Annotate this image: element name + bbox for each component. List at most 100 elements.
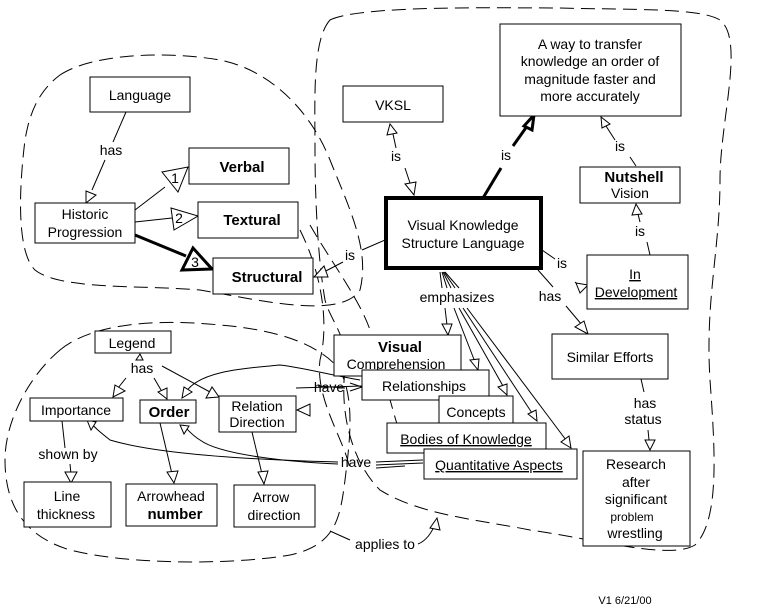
edge-have-upper-caret [349, 382, 364, 392]
edge-emph-stub-5 [444, 271, 460, 289]
node-similar-efforts[interactable]: Similar Efforts [551, 333, 669, 380]
arrowhead-similar [574, 320, 589, 336]
arrowhead-vksl-top [386, 122, 398, 136]
edge-emph-stub-2 [441, 271, 448, 289]
edge-has-similar-b [565, 305, 583, 326]
node-relation-label-1: Relation [231, 398, 282, 414]
edge-legend-order [153, 377, 162, 391]
node-arrow-direction-label-1: Arrow [253, 489, 290, 505]
link-label-order-2: 2 [175, 210, 183, 226]
link-label-order-1: 1 [171, 170, 179, 186]
arrowhead-have-order [181, 386, 193, 399]
arrowhead-indev [575, 282, 590, 294]
edge-has-similar-a [537, 269, 554, 288]
edge-emph-stub-1 [439, 271, 443, 289]
link-label-nutshell-is: is [615, 138, 625, 154]
node-relation-direction[interactable]: Relation Direction [218, 395, 297, 433]
arrowhead-verbal-1 [161, 166, 189, 193]
node-textural[interactable]: Textural [197, 201, 299, 239]
edge-indev-is-b [646, 241, 651, 256]
node-vksl-full[interactable]: Visual Knowledge Structure Language [384, 196, 543, 270]
node-arrowhead-number[interactable]: Arrowhead number [125, 483, 218, 527]
node-vksl[interactable]: VKSL [342, 85, 444, 123]
edge-vksl-structural-a [361, 239, 386, 251]
node-structural[interactable]: Structural [212, 257, 314, 295]
node-transfer-label-1: A way to transfer [538, 36, 643, 52]
node-research-label-3: significant [605, 491, 667, 507]
node-research[interactable]: Research after significant problem wrest… [582, 450, 691, 547]
arrowhead-historic [85, 190, 97, 205]
edge-vksl-is-a [392, 133, 397, 149]
cluster-boundary-legend [4, 321, 351, 563]
edge-vksl-is-b [404, 167, 411, 184]
edge-emph-quantitative [466, 307, 567, 441]
link-label-legend-has: has [131, 360, 154, 376]
edge-shown-by-a [61, 420, 66, 449]
edge-emph-concepts [458, 307, 504, 387]
node-importance[interactable]: Importance [29, 397, 124, 422]
node-visual-label-1: Visual [378, 339, 422, 356]
node-research-label-4: problem [610, 510, 653, 524]
node-legend[interactable]: Legend [94, 330, 172, 354]
edge-transfer-a [481, 167, 503, 199]
arrowhead-legend [135, 353, 144, 361]
arrowhead-order [157, 387, 168, 401]
node-research-label-5: wrestling [606, 525, 662, 541]
node-verbal[interactable]: Verbal [188, 147, 290, 185]
edge-nutshell-is-a [605, 125, 616, 141]
arrowhead-nutshell-transfer [600, 115, 611, 129]
edge-historic-structural [134, 233, 187, 258]
node-nutshell-vision[interactable]: Nutshell Vision [579, 166, 681, 204]
edge-historic-textural [134, 217, 173, 223]
node-concepts[interactable]: Concepts [438, 395, 514, 427]
edge-have-order-lower [182, 424, 339, 465]
arrowhead-line-thickness [64, 471, 78, 485]
edge-has-status-a [640, 378, 645, 393]
arrowhead-bodies [527, 409, 538, 423]
node-historic-label-2: Progression [48, 224, 123, 240]
edge-has-historic [91, 159, 106, 191]
node-line-thickness-label-2: thickness [37, 506, 95, 522]
node-quantitative-aspects[interactable]: Quantitative Aspects [423, 448, 578, 480]
node-language[interactable]: Language [89, 76, 191, 113]
arrowhead-structural-is [312, 265, 329, 278]
link-label-language-has: has [100, 142, 123, 158]
edge-has-status-b [647, 429, 650, 441]
node-arrow-direction-label-2: direction [248, 507, 301, 523]
node-historic-label-1: Historic [62, 206, 109, 222]
link-label-order-3: 3 [191, 254, 199, 270]
cluster-boundary-crossing-1 [309, 224, 406, 451]
arrowhead-relation [205, 386, 220, 399]
node-way-to-transfer[interactable]: A way to transfer knowledge an order of … [499, 23, 682, 117]
link-label-vksl-is: is [391, 148, 401, 164]
edge-have-lower-right-b [375, 462, 424, 466]
node-order[interactable]: Order [139, 399, 197, 424]
node-in-development[interactable]: In Development [586, 254, 689, 310]
node-vksl-full-label-2: Structure Language [402, 235, 525, 251]
edge-have-lower-right-a [375, 459, 424, 463]
node-indev-label-2: Development [595, 284, 678, 300]
node-line-thickness[interactable]: Line thickness [23, 481, 112, 528]
node-transfer-label-3: magnitude faster and [524, 71, 656, 87]
arrowhead-visual [441, 323, 453, 337]
edge-applies-to-a [329, 530, 351, 541]
link-label-has-status-2: status [624, 411, 661, 427]
arrowhead-quantitative [560, 435, 572, 449]
node-research-label-2: after [622, 474, 650, 490]
node-relationships[interactable]: Relationships [361, 369, 490, 401]
node-language-label: Language [109, 87, 172, 103]
node-indev-label-1: In [629, 266, 641, 282]
edge-order-arrowhead [159, 422, 173, 475]
link-label-shown-by: shown by [38, 446, 97, 462]
node-historic-progression[interactable]: Historic Progression [34, 202, 136, 244]
node-arrow-direction[interactable]: Arrow direction [233, 484, 316, 528]
node-visual-comprehension[interactable]: Visual Comprehension [333, 334, 462, 377]
arrowhead-importance [112, 384, 127, 398]
arrowhead-have-relation [295, 403, 311, 417]
edge-have-upper-arrow [317, 385, 346, 389]
edge-have-lower-right-c [375, 465, 406, 469]
node-order-label: Order [149, 404, 190, 421]
node-line-thickness-label-1: Line [54, 488, 81, 504]
link-label-emphasizes: emphasizes [420, 289, 495, 305]
